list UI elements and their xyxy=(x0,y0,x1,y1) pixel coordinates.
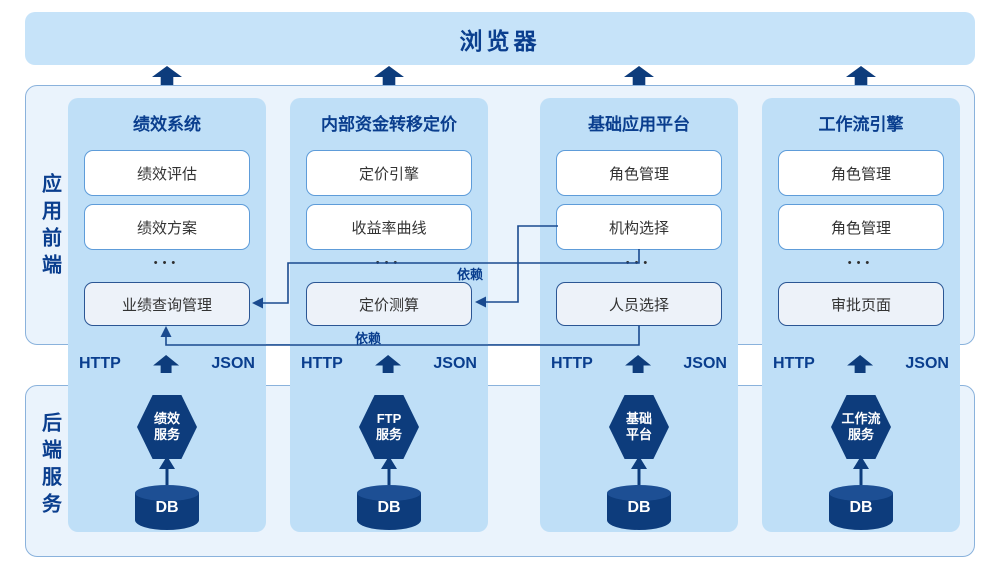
db-label: DB xyxy=(377,499,401,516)
module-box-bottom: 定价测算 xyxy=(306,282,472,326)
db-label: DB xyxy=(849,499,873,516)
module-box-bottom: 业绩查询管理 xyxy=(84,282,250,326)
db-cylinder: DB xyxy=(829,485,893,530)
column-title: 内部资金转移定价 xyxy=(321,115,457,134)
up-arrow-icon xyxy=(847,355,874,373)
json-label: JSON xyxy=(433,355,477,372)
http-label: HTTP xyxy=(551,355,593,372)
protocol-row: HTTP JSON xyxy=(68,350,266,378)
backend-section-label: 后端服务 xyxy=(38,412,61,520)
service-name-line: 平台 xyxy=(625,427,652,442)
column-panel-performance-system: 绩效系统 绩效评估 绩效方案 ••• 业绩查询管理 HTTP JSON 绩效 服… xyxy=(68,98,266,532)
http-label: HTTP xyxy=(301,355,343,372)
ellipsis-more: ••• xyxy=(153,257,181,269)
http-label: HTTP xyxy=(79,355,121,372)
db-cylinder: DB xyxy=(135,485,199,530)
service-hexagon: 基础 平台 xyxy=(609,395,669,459)
service-name-line: 工作流 xyxy=(841,410,881,426)
http-label: HTTP xyxy=(773,355,815,372)
protocol-row: HTTP JSON xyxy=(540,350,738,378)
module-box: 绩效评估 xyxy=(84,150,250,196)
frontend-section-label: 应用前端 xyxy=(38,173,61,281)
service-name-line: 服务 xyxy=(375,427,402,442)
column-title: 绩效系统 xyxy=(133,115,201,134)
db-cylinder: DB xyxy=(357,485,421,530)
module-box: 角色管理 xyxy=(556,150,722,196)
json-label: JSON xyxy=(211,355,255,372)
module-box: 定价引擎 xyxy=(306,150,472,196)
service-name-line: 服务 xyxy=(847,427,874,442)
column-title: 基础应用平台 xyxy=(588,115,690,134)
module-box: 收益率曲线 xyxy=(306,204,472,250)
column-panel-ftp-pricing: 内部资金转移定价 定价引擎 收益率曲线 ••• 定价测算 HTTP JSON F… xyxy=(290,98,488,532)
module-box: 角色管理 xyxy=(778,204,944,250)
service-hexagon: FTP 服务 xyxy=(359,395,419,459)
column-panel-workflow-engine: 工作流引擎 角色管理 角色管理 ••• 审批页面 HTTP JSON 工作流 服… xyxy=(762,98,960,532)
up-arrow-icon xyxy=(152,66,182,85)
dependency-label: 依赖 xyxy=(354,331,381,346)
db-label: DB xyxy=(627,499,651,516)
protocol-row: HTTP JSON xyxy=(290,350,488,378)
module-box: 机构选择 xyxy=(556,204,722,250)
module-box: 角色管理 xyxy=(778,150,944,196)
service-name-line: FTP xyxy=(376,410,402,426)
browser-bar: 浏览器 xyxy=(25,12,975,65)
ellipsis-more: ••• xyxy=(847,257,875,269)
json-label: JSON xyxy=(905,355,949,372)
module-box-bottom: 人员选择 xyxy=(556,282,722,326)
module-box: 绩效方案 xyxy=(84,204,250,250)
db-label: DB xyxy=(155,499,179,516)
json-label: JSON xyxy=(683,355,727,372)
module-box-bottom: 审批页面 xyxy=(778,282,944,326)
up-arrow-icon xyxy=(625,355,652,373)
db-cylinder: DB xyxy=(607,485,671,530)
up-arrow-icon xyxy=(374,66,404,85)
service-name-line: 绩效 xyxy=(153,410,180,426)
column-title: 工作流引擎 xyxy=(818,115,904,134)
service-name-line: 服务 xyxy=(153,427,180,442)
browser-title: 浏览器 xyxy=(459,27,541,54)
dependency-label: 依赖 xyxy=(456,267,483,282)
service-hexagon: 绩效 服务 xyxy=(137,395,197,459)
up-arrow-icon xyxy=(846,66,876,85)
column-panel-base-platform: 基础应用平台 角色管理 机构选择 ••• 人员选择 HTTP JSON 基础 平… xyxy=(540,98,738,532)
service-hexagon: 工作流 服务 xyxy=(831,395,891,459)
ellipsis-more: ••• xyxy=(625,257,653,269)
up-arrow-icon xyxy=(375,355,402,373)
up-arrow-icon xyxy=(624,66,654,85)
up-arrow-icon xyxy=(153,355,180,373)
service-name-line: 基础 xyxy=(625,410,652,426)
protocol-row: HTTP JSON xyxy=(762,350,960,378)
